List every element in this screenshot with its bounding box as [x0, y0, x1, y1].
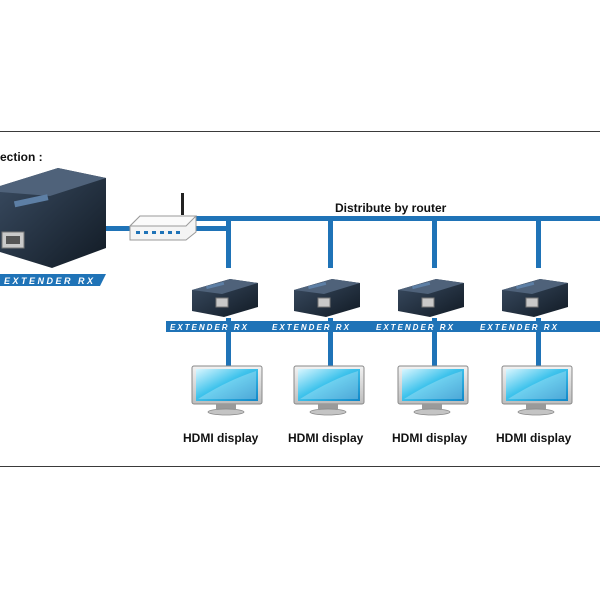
display-neck-3 — [422, 404, 442, 409]
hdmi-cable-4 — [536, 318, 541, 366]
receiver-extender-text-3: EXTENDER RX — [376, 323, 455, 332]
receiver-unit-3 — [398, 279, 464, 317]
display-stand-3 — [413, 408, 451, 416]
display-label-2: HDMI display — [288, 431, 364, 445]
hdmi-display-2 — [293, 365, 365, 416]
display-label-4: HDMI display — [496, 431, 572, 445]
frame-top-border — [0, 131, 600, 132]
display-screen-2 — [298, 369, 360, 401]
extender-band — [166, 321, 600, 332]
hdmi-display-3 — [397, 365, 469, 416]
transmitter-extender-text: EXTENDER RX — [4, 276, 96, 286]
display-label-3: HDMI display — [392, 431, 468, 445]
router — [128, 193, 198, 241]
receiver-unit-2 — [294, 279, 360, 317]
display-stand-1 — [207, 408, 245, 416]
connection-heading: ection : — [0, 150, 43, 164]
receiver-extender-text-4: EXTENDER RX — [480, 323, 559, 332]
display-stand-4 — [517, 408, 555, 416]
network-label: Distribute by router — [335, 201, 447, 215]
display-screen-3 — [402, 369, 464, 401]
transmitter-device — [0, 168, 106, 268]
receiver-lan-port-4 — [525, 297, 539, 308]
display-label-1: HDMI display — [183, 431, 259, 445]
hdmi-display-1 — [191, 365, 263, 416]
hdmi-cable-2 — [328, 318, 333, 366]
drop-cable-2 — [328, 216, 333, 268]
frame-bottom-border — [0, 466, 600, 467]
display-neck-2 — [318, 404, 338, 409]
receiver-extender-text-1: EXTENDER RX — [170, 323, 249, 332]
hdmi-cable-3 — [432, 318, 437, 366]
hdmi-display-4 — [501, 365, 573, 416]
display-neck-4 — [526, 404, 546, 409]
hdmi-cable-1 — [226, 318, 231, 366]
cable-router-to-bus — [196, 226, 230, 231]
receiver-lan-port-1 — [215, 297, 229, 308]
extender-band-strip — [166, 321, 600, 332]
receiver-lan-port-2 — [317, 297, 331, 308]
drop-cable-3 — [432, 216, 437, 268]
receiver-units — [192, 279, 568, 317]
network-cabling — [97, 216, 600, 366]
drop-cable-4 — [536, 216, 541, 268]
display-screen-1 — [196, 369, 258, 401]
receiver-extender-bands: EXTENDER RX EXTENDER RX EXTENDER RX EXTENDE… — [166, 321, 600, 332]
receiver-lan-port-3 — [421, 297, 435, 308]
receiver-extender-text-2: EXTENDER RX — [272, 323, 351, 332]
receiver-unit-1 — [192, 279, 258, 317]
display-neck-1 — [216, 404, 236, 409]
display-stand-2 — [309, 408, 347, 416]
cable-transmitter-to-router — [97, 226, 130, 231]
hdmi-displays — [191, 365, 573, 416]
drop-cable-1 — [226, 216, 231, 268]
distribution-bus-cable — [196, 216, 600, 221]
transmitter-extender-band: EXTENDER RX — [0, 274, 106, 286]
display-screen-4 — [506, 369, 568, 401]
receiver-unit-4 — [502, 279, 568, 317]
